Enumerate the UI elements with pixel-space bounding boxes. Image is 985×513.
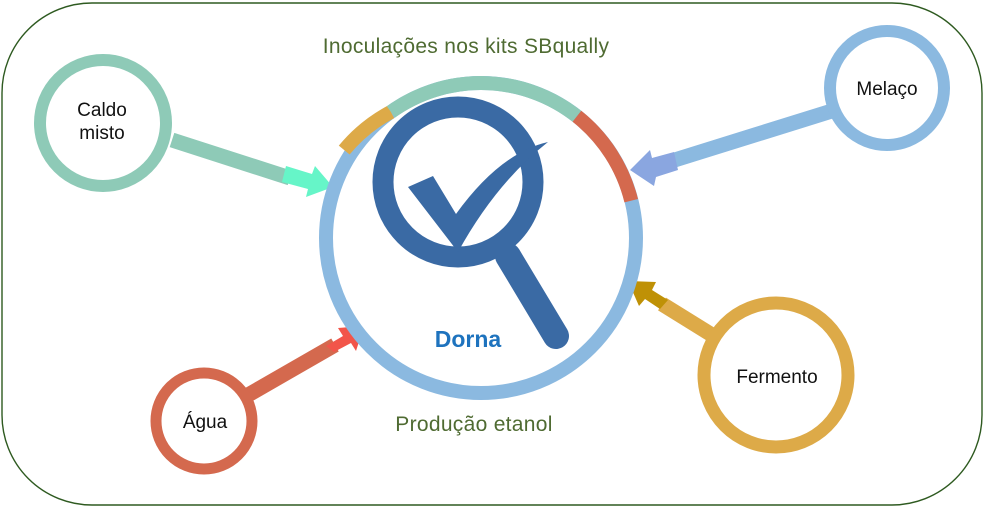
node-caldo-circle bbox=[34, 54, 172, 192]
arrow-melaco bbox=[630, 150, 678, 186]
node-melaco-circle bbox=[824, 25, 950, 151]
connector-fermento bbox=[658, 297, 716, 342]
outer-frame bbox=[1, 2, 983, 506]
connector-agua bbox=[244, 338, 339, 402]
checkmark-shape bbox=[408, 142, 548, 252]
connector-caldo bbox=[169, 132, 293, 186]
node-fermento-circle bbox=[697, 296, 855, 454]
node-caldo-label-line2: misto bbox=[79, 123, 124, 144]
center-label: Dorna bbox=[435, 326, 502, 352]
node-agua-circle bbox=[150, 367, 258, 475]
node-caldo-label-line1: Caldo bbox=[77, 100, 127, 121]
caption-bottom: Produção etanol bbox=[395, 413, 552, 436]
ring-arc-red bbox=[572, 110, 638, 203]
node-fermento-label: Fermento bbox=[736, 367, 817, 388]
arrow-caldo bbox=[282, 166, 333, 197]
arrow-fermento bbox=[628, 281, 668, 309]
ring-arc-gold bbox=[338, 105, 395, 155]
magnifier-check-icon bbox=[372, 96, 569, 349]
connector-melaco bbox=[662, 102, 838, 171]
ring-arc-teal bbox=[386, 76, 582, 122]
node-agua-label: Água bbox=[183, 412, 228, 433]
node-melaco-label: Melaço bbox=[856, 79, 917, 100]
caption-top: Inoculações nos kits SBqually bbox=[323, 35, 610, 58]
